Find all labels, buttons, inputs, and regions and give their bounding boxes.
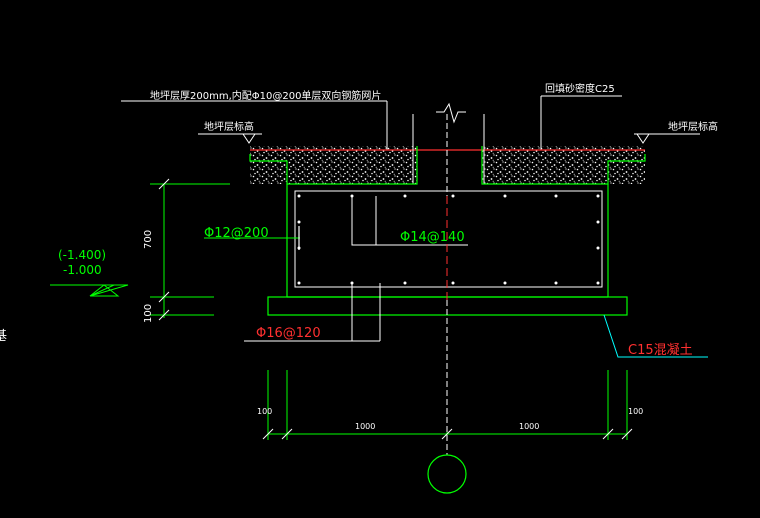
dim-100-right: 100 bbox=[628, 407, 643, 416]
rebar-top-label: Φ14@140 bbox=[400, 230, 465, 245]
floor-level-label-left: 地坪层标高 bbox=[204, 120, 254, 133]
c15-label: C15混凝土 bbox=[628, 342, 693, 358]
rebar-bottom-leader bbox=[244, 283, 381, 342]
elevation-paren: (-1.400) bbox=[58, 248, 106, 262]
rebar-side-label: Φ12@200 bbox=[204, 226, 269, 241]
dim-1000-left: 1000 bbox=[355, 422, 375, 431]
elevation-marker bbox=[50, 284, 129, 297]
rebar-cage bbox=[294, 190, 603, 288]
axis-bubble bbox=[427, 454, 467, 494]
center-axis-line bbox=[436, 102, 466, 455]
backfill-note-leader bbox=[540, 95, 622, 150]
dim-1000-right: 1000 bbox=[519, 422, 539, 431]
floor-slab-right bbox=[482, 146, 645, 184]
rebar-top-leader bbox=[351, 196, 468, 246]
pedestal-outline bbox=[412, 114, 485, 184]
elevation-value: -1.000 bbox=[63, 263, 102, 277]
floor-slab-left bbox=[250, 146, 417, 184]
slab-note-leader bbox=[121, 100, 388, 150]
slab-note: 地坪层厚200mm,内配Φ10@200单层双向钢筋网片 bbox=[150, 89, 381, 102]
rebar-side-leader bbox=[204, 226, 300, 250]
rebar-dots bbox=[297, 194, 600, 285]
dim-100-left: 100 bbox=[257, 407, 272, 416]
c15-leader bbox=[603, 314, 708, 358]
dim-700: 700 bbox=[143, 230, 154, 249]
dim-100-vertical: 100 bbox=[143, 304, 154, 323]
floor-level-label-right: 地坪层标高 bbox=[668, 120, 718, 133]
rebar-bottom-label: Φ16@120 bbox=[256, 326, 321, 341]
floor-level-marker-right bbox=[634, 133, 700, 144]
backfill-note: 回填砂密度C25 bbox=[545, 82, 615, 95]
edge-glyph: 基 bbox=[0, 329, 7, 344]
floor-level-marker-left bbox=[198, 133, 262, 144]
horizontal-dimension bbox=[262, 370, 633, 440]
vertical-dimension bbox=[150, 178, 230, 321]
